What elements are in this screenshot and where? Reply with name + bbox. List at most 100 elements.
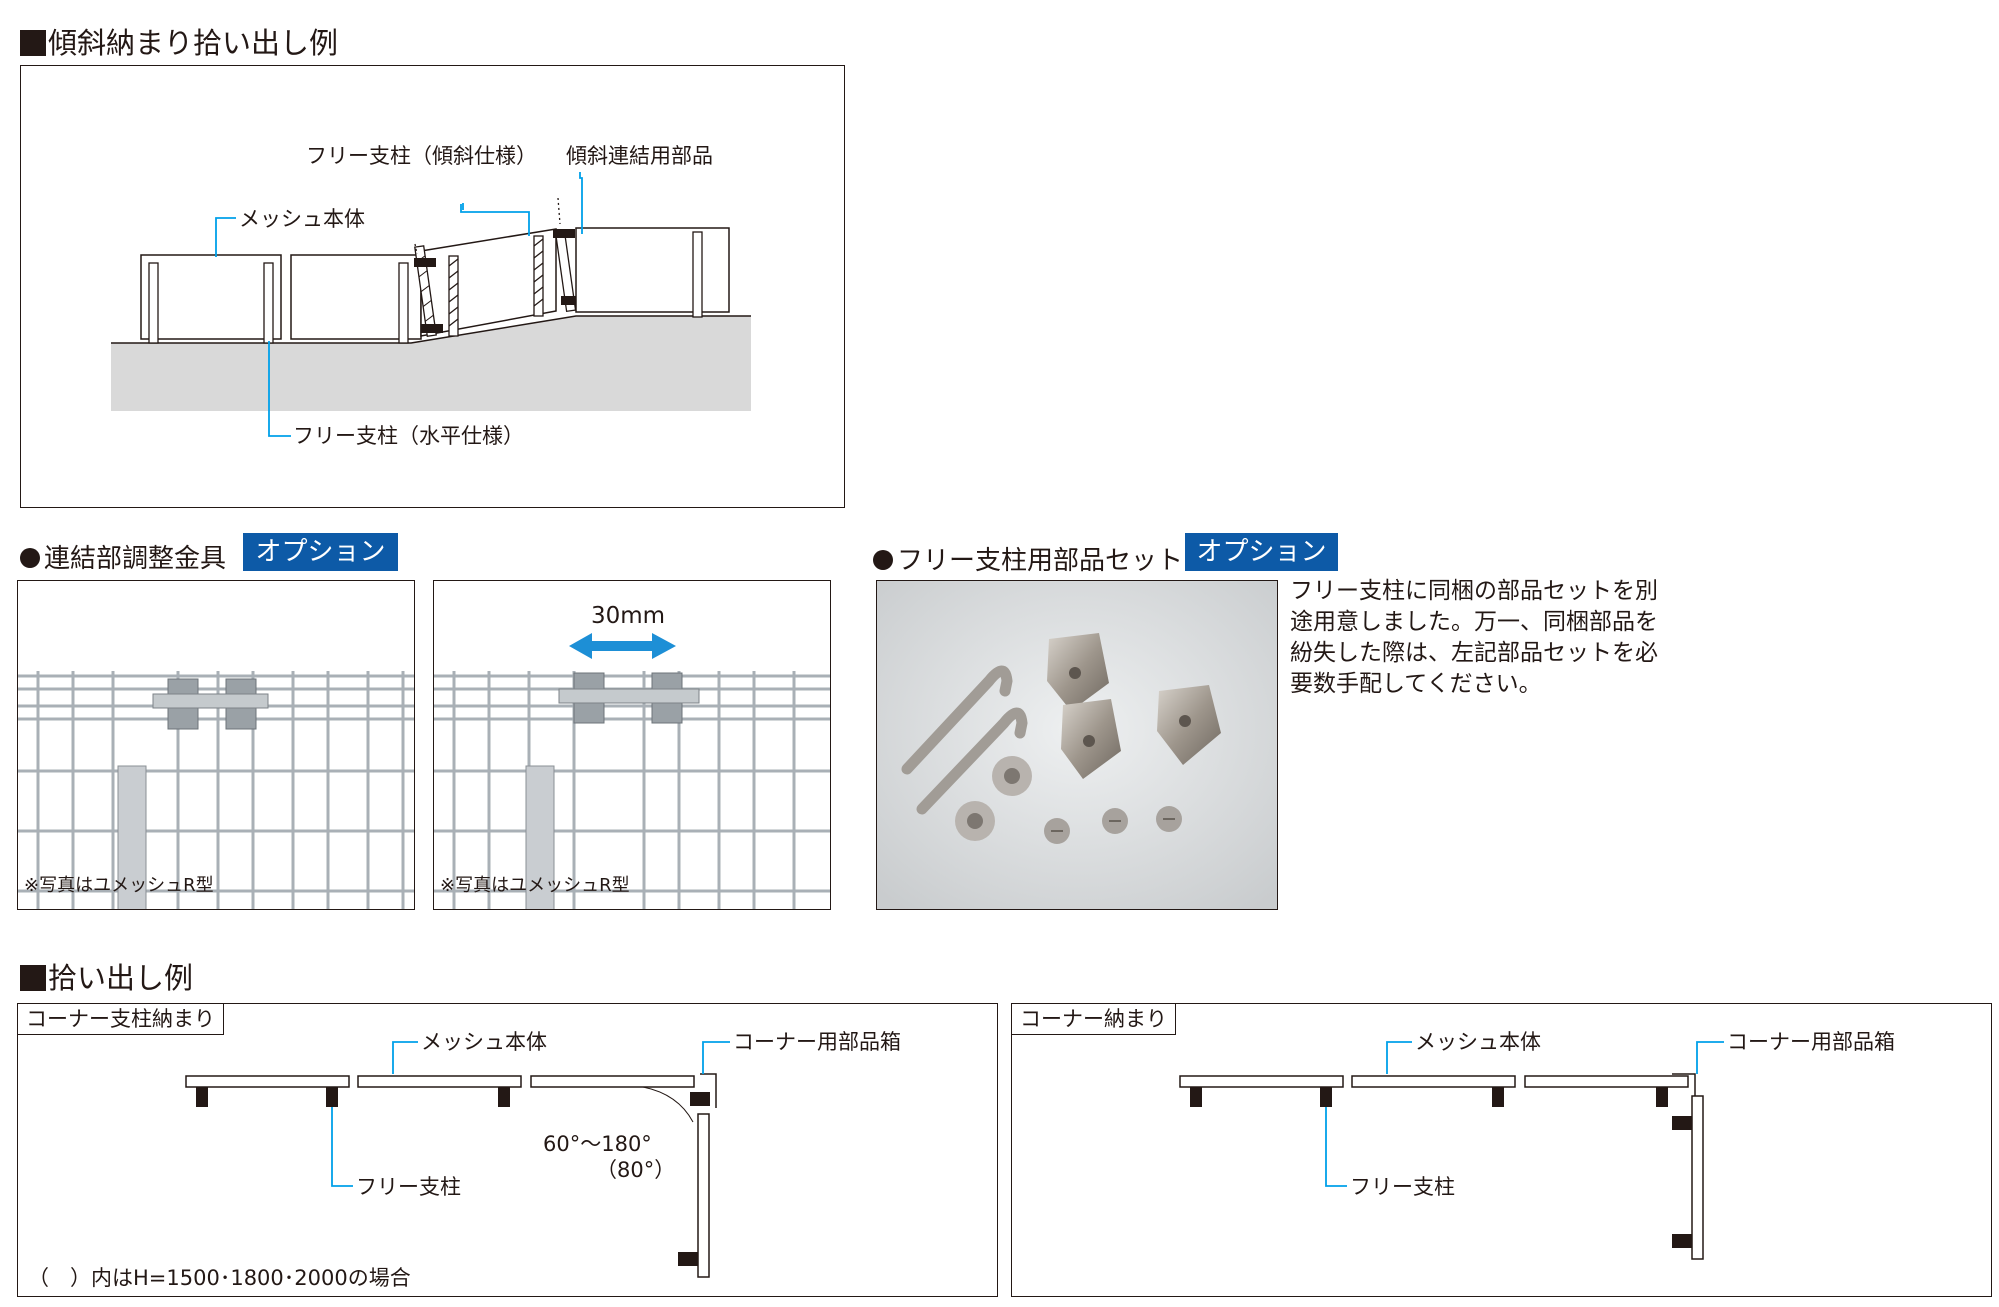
mesh-photo-2: 30mm: [434, 581, 830, 909]
corner-diagram-frame: コーナー納まり メッシュ本体 コーナー用部品箱 フリー支柱: [1011, 1003, 1992, 1297]
adjust-bracket-photo-1: ※写真はユメッシュR型: [17, 580, 415, 910]
parts-set-image: [877, 581, 1277, 909]
leader-corner-box-right: [1696, 1041, 1724, 1074]
label-mesh-body: メッシュ本体: [239, 207, 365, 231]
incline-section-heading: 傾斜納まり拾い出し例: [20, 20, 338, 62]
corner-post-shape: [700, 1073, 717, 1108]
corner-post-diagram: メッシュ本体 コーナー用部品箱 フリー支柱 60°～180° （80°）: [185, 1030, 901, 1278]
corner-block-r2: [1672, 1234, 1692, 1248]
label-free-post-left: フリー支柱: [356, 1175, 461, 1199]
photo-note-1: ※写真はユメッシュR型: [24, 875, 214, 896]
plan-post-2: [326, 1087, 338, 1107]
label-angle: 60°～180°: [543, 1132, 652, 1156]
parts-set-photo: [876, 580, 1278, 910]
leader-incline-bracket: [460, 204, 530, 236]
bracket-part-2: [1061, 699, 1121, 779]
corner-post-diagram-frame: コーナー支柱納まり メッシュ本体 コーナー用部品箱 フリー支柱 60°～180°…: [17, 1003, 998, 1297]
leader-free-post-right: [1325, 1107, 1347, 1187]
flange-nut-1: [992, 756, 1032, 796]
post-2: [398, 262, 409, 344]
photo-note-2: ※写真はユメッシュR型: [440, 875, 630, 896]
label-incline-connect-part: 傾斜連結用部品: [566, 144, 713, 168]
flange-nut-2: [955, 801, 995, 841]
leader-mesh-body-right: [1386, 1041, 1412, 1074]
adjust-bracket-title: 連結部調整金具: [20, 538, 226, 575]
plan-panel-vertical-r: [1691, 1095, 1704, 1260]
option-badge-2: オプション: [1185, 533, 1338, 571]
leader-mesh-body-left: [392, 1041, 418, 1074]
square-bullet-icon: [20, 30, 46, 56]
post-tube-2: [525, 765, 555, 909]
post-tube: [117, 765, 147, 909]
circle-bullet-icon: [873, 550, 893, 570]
corner-diagram: メッシュ本体 コーナー用部品箱 フリー支柱: [1179, 1030, 1895, 1260]
parts-set-description: フリー支柱に同梱の部品セットを別途用意しました。万一、同梱部品を紛失した際は、左…: [1290, 578, 1658, 697]
label-free-post-level: フリー支柱（水平仕様）: [293, 424, 524, 448]
plan-post-r4: [1656, 1087, 1668, 1107]
post-upper: [692, 231, 703, 318]
circle-bullet-icon: [20, 548, 40, 568]
incline-post-hatched-2: [533, 235, 544, 317]
plan-post-r1: [1190, 1087, 1202, 1107]
bracket-rod: [152, 693, 269, 709]
label-corner-box-left: コーナー用部品箱: [733, 1030, 901, 1054]
bracket-part-3: [1157, 685, 1221, 765]
bracket-rod-2: [558, 688, 700, 704]
pickup-example-heading: 拾い出し例: [20, 955, 193, 997]
incline-clip-4: [561, 296, 583, 305]
corner-block-r1: [1672, 1116, 1692, 1130]
ground-shape: [111, 316, 751, 411]
plan-post-3: [498, 1087, 510, 1107]
plan-panel-r3: [1524, 1075, 1689, 1088]
post-1b: [263, 262, 274, 344]
ground-line: [111, 315, 751, 344]
plan-post-1: [196, 1087, 208, 1107]
plan-post-r3: [1492, 1087, 1504, 1107]
plan-post-r2: [1320, 1087, 1332, 1107]
label-free-post-incline: フリー支柱（傾斜仕様）: [306, 144, 537, 168]
bracket-part-1: [1047, 633, 1109, 711]
mesh-panel-upper: [575, 227, 730, 313]
plan-panel-3: [530, 1075, 695, 1088]
label-angle-sub: （80°）: [596, 1158, 675, 1182]
corner-tag: コーナー納まり: [1012, 1004, 1176, 1035]
option-badge-1: オプション: [243, 533, 398, 571]
mesh-photo-1: [18, 581, 414, 909]
parts-set-title: フリー支柱用部品セット: [873, 540, 1183, 577]
label-corner-box-right: コーナー用部品箱: [1727, 1030, 1895, 1054]
dimension-label: 30mm: [591, 603, 665, 629]
incline-clip-3: [553, 229, 575, 238]
plan-panel-vertical: [697, 1113, 710, 1278]
j-bolt-1: [901, 665, 1013, 775]
plan-panel-r2: [1351, 1075, 1516, 1088]
incline-clip-1: [414, 258, 436, 267]
plan-panel-2: [357, 1075, 522, 1088]
j-bolt-2: [916, 707, 1028, 815]
post-1a: [148, 262, 159, 344]
incline-diagram-frame: メッシュ本体 フリー支柱（傾斜仕様） 傾斜連結用部品 フリー支柱（水平仕様）: [20, 65, 845, 508]
label-free-post-right: フリー支柱: [1350, 1175, 1455, 1199]
leader-free-post-level: [268, 341, 291, 437]
label-mesh-body-left: メッシュ本体: [421, 1030, 547, 1054]
corner-post-tag: コーナー支柱納まり: [18, 1004, 224, 1035]
mesh-panel-1: [140, 254, 282, 340]
screw-1: [1044, 818, 1070, 844]
corner-block-2: [678, 1252, 698, 1266]
footnote-height: （ ）内はH=1500･1800･2000の場合: [28, 1266, 411, 1290]
double-arrow-icon: [569, 633, 676, 659]
screw-2: [1102, 808, 1128, 834]
square-bullet-icon: [20, 965, 46, 991]
incline-post-left: [414, 245, 437, 337]
adjust-bracket-photo-2: 30mm ※写真はユメッシュR型: [433, 580, 831, 910]
plan-panel-1: [185, 1075, 350, 1088]
incline-post-hatched-1: [448, 255, 459, 337]
plan-panel-r1: [1179, 1075, 1344, 1088]
incline-clip-2: [421, 324, 443, 333]
leader-mesh-body: [215, 217, 236, 257]
screw-3: [1156, 806, 1182, 832]
angle-arc: [642, 1086, 694, 1123]
corner-block-1: [690, 1092, 710, 1106]
label-mesh-body-right: メッシュ本体: [1415, 1030, 1541, 1054]
leader-free-post-left: [331, 1107, 353, 1187]
incline-diagram: メッシュ本体 フリー支柱（傾斜仕様） 傾斜連結用部品 フリー支柱（水平仕様）: [111, 144, 751, 448]
